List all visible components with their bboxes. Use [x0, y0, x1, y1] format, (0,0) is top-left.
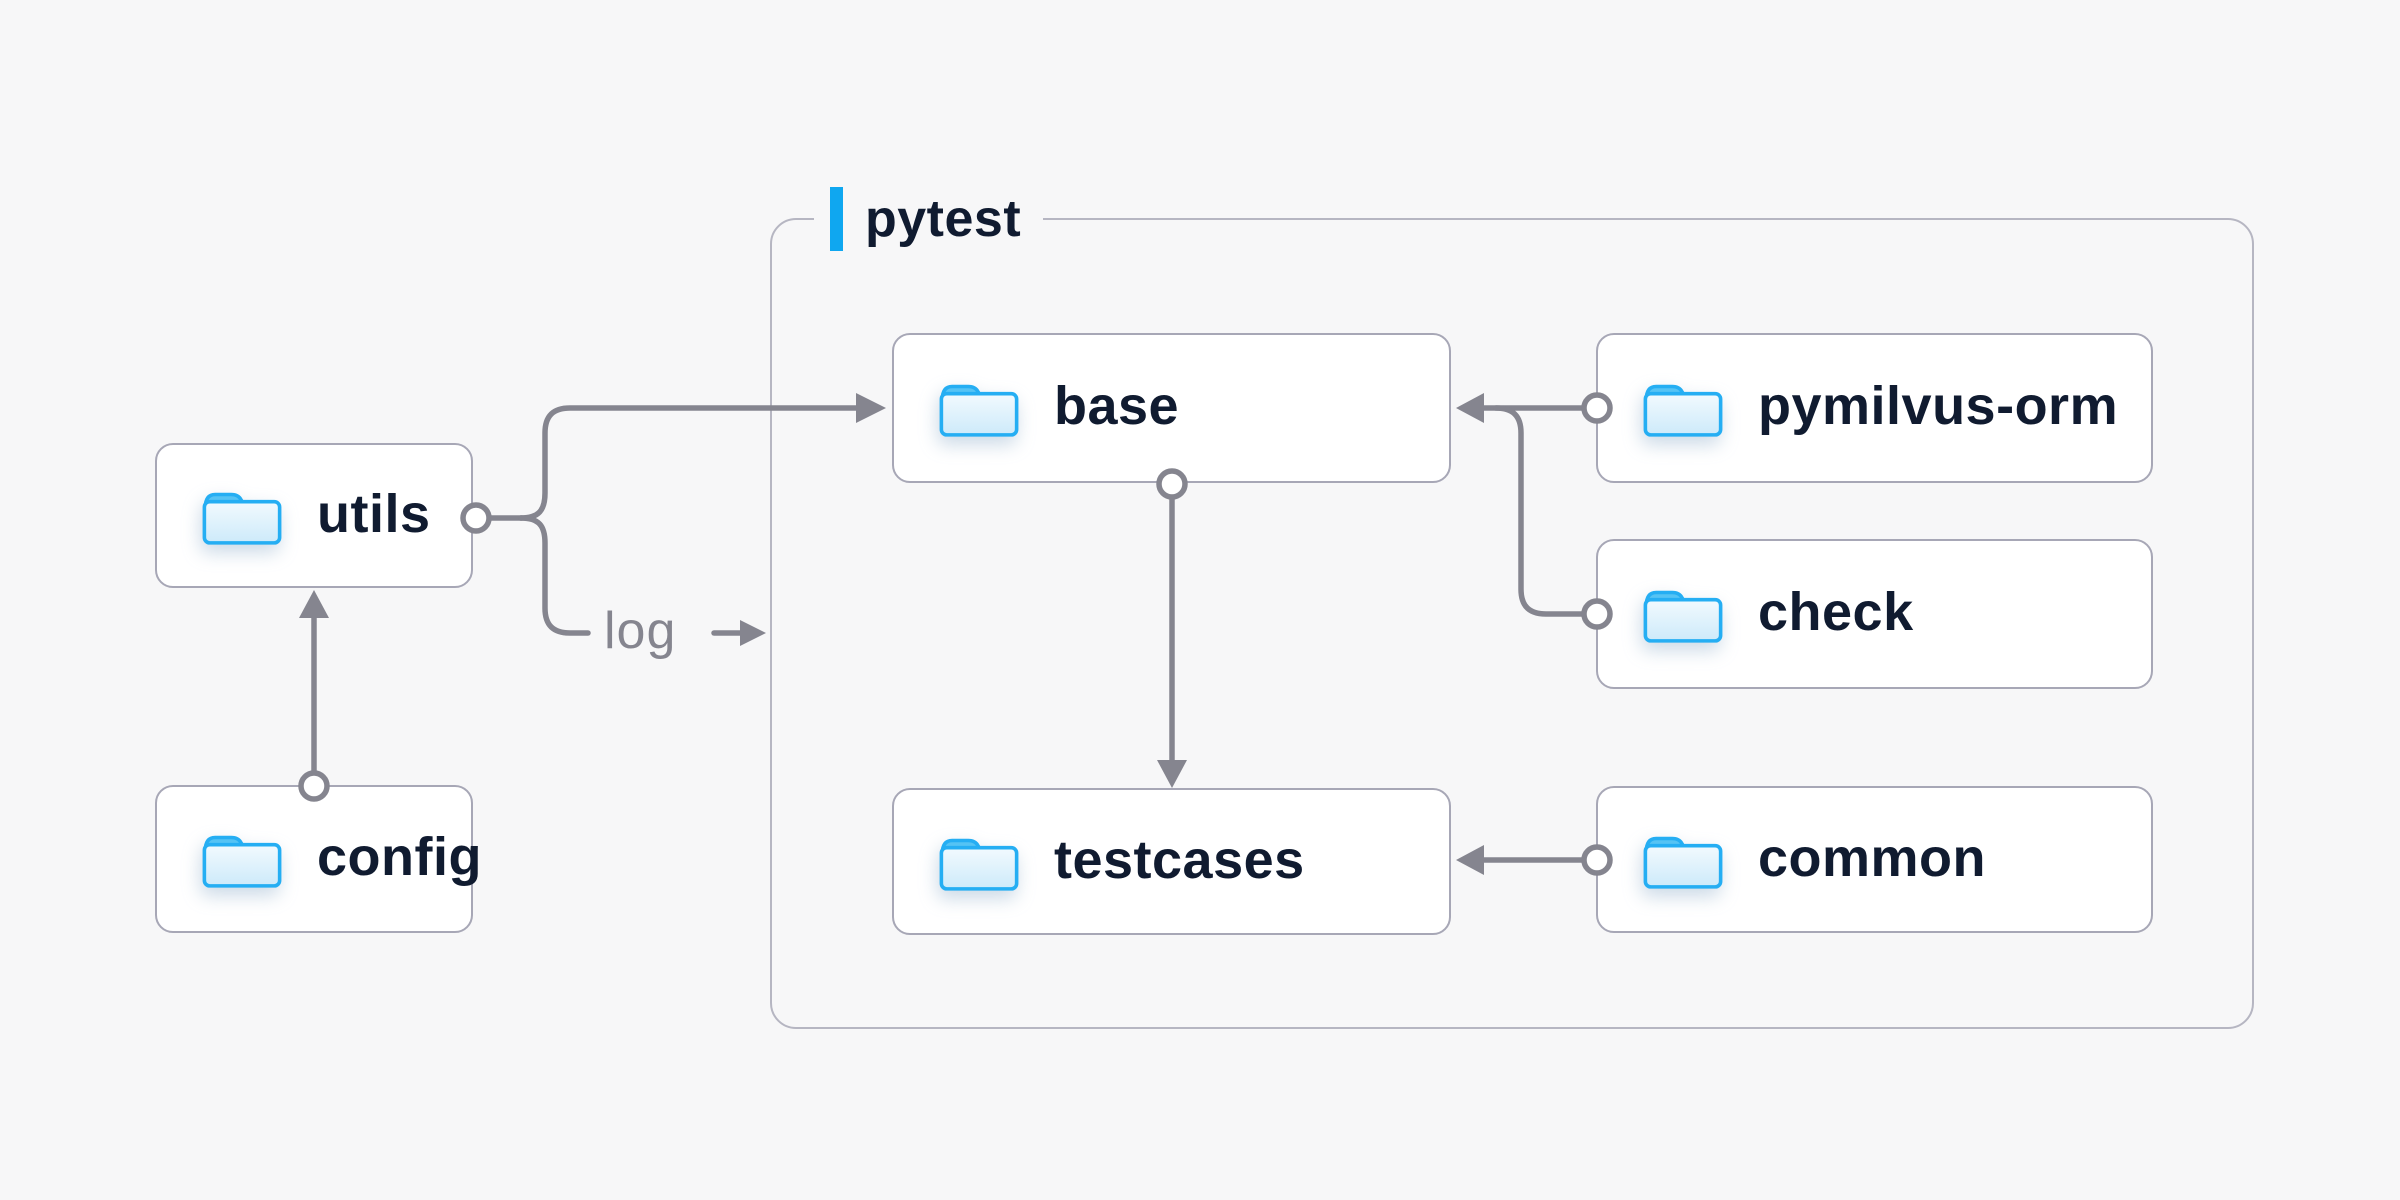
log-edge-label: log	[604, 601, 677, 660]
folder-icon	[1643, 590, 1723, 643]
edge-config-utils	[298, 590, 330, 802]
folder-icon	[202, 492, 282, 545]
node-common: common	[1596, 786, 2153, 933]
folder-icon	[202, 835, 282, 888]
node-utils: utils	[155, 443, 473, 588]
node-label: pymilvus-orm	[1758, 376, 2119, 436]
pytest-container-label: pytest	[865, 190, 1022, 248]
node-testcases: testcases	[892, 788, 1451, 935]
node-base: base	[892, 333, 1451, 483]
node-label: common	[1758, 827, 1987, 888]
node-label: testcases	[1054, 829, 1305, 890]
node-label: config	[317, 827, 482, 887]
node-check: check	[1596, 539, 2153, 689]
node-config: config	[155, 785, 481, 933]
folder-icon	[1643, 384, 1723, 437]
folder-icon	[1643, 836, 1723, 889]
pytest-container: pytest	[770, 186, 2254, 1029]
edge-log-arrow	[711, 620, 766, 646]
node-label: base	[1054, 376, 1180, 436]
folder-icon	[939, 838, 1019, 891]
node-label: utils	[317, 483, 431, 544]
pytest-container-legend: pytest	[814, 186, 1044, 252]
folder-icon	[939, 384, 1019, 437]
node-pymilvus-orm: pymilvus-orm	[1596, 333, 2153, 483]
accent-bar	[830, 187, 843, 251]
node-label: check	[1758, 582, 1914, 642]
